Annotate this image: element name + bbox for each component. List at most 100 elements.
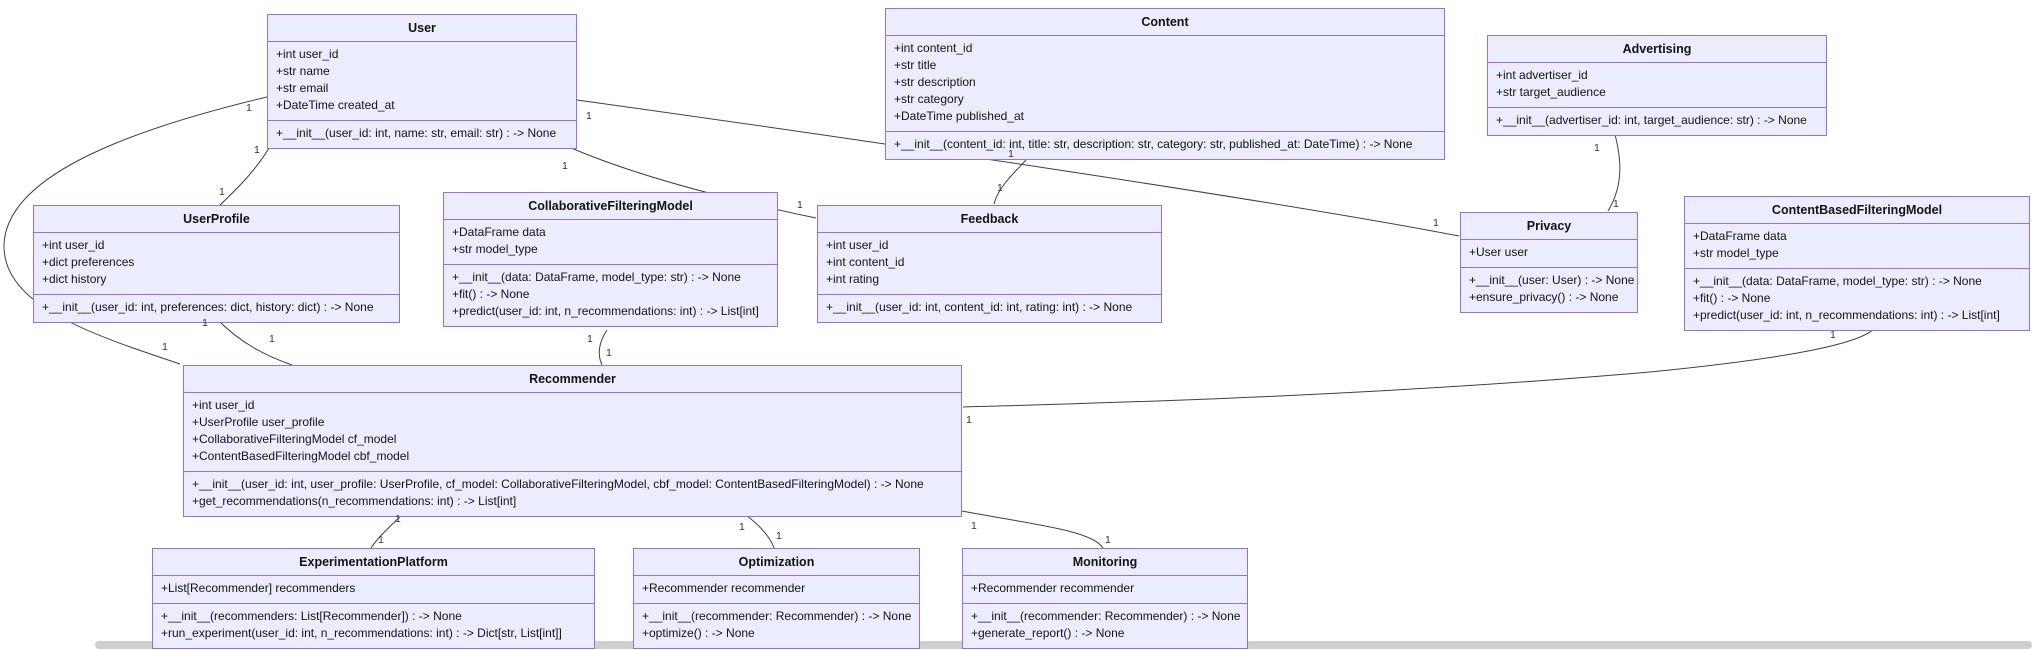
class-method: +__init__(user_id: int, preferences: dic… xyxy=(42,300,374,314)
attributes-section: +int user_id+int content_id+int rating xyxy=(818,232,1161,294)
multiplicity-label: 1 xyxy=(1613,198,1619,210)
class-title: Advertising xyxy=(1622,42,1692,56)
class-attribute: +DateTime published_at xyxy=(894,109,1024,123)
methods-section: +__init__(recommender: Recommender) : ->… xyxy=(963,603,1247,648)
methods-section: +__init__(user_id: int, preferences: dic… xyxy=(34,294,399,322)
class-title: CollaborativeFilteringModel xyxy=(528,199,693,213)
class-title: Recommender xyxy=(529,372,616,386)
class-box-recommender: Recommender+int user_id+UserProfile user… xyxy=(183,365,962,517)
class-attribute: +ContentBasedFilteringModel cbf_model xyxy=(192,449,410,463)
class-method: +__init__(user_id: int, user_profile: Us… xyxy=(192,477,924,491)
class-method: +__init__(recommenders: List[Recommender… xyxy=(161,609,462,623)
class-attribute: +int user_id xyxy=(276,47,339,61)
class-method: +get_recommendations(n_recommendations: … xyxy=(192,494,517,508)
class-attribute: +CollaborativeFilteringModel cf_model xyxy=(192,432,397,446)
class-attribute: +int user_id xyxy=(42,238,105,252)
class-attribute: +int content_id xyxy=(894,41,973,55)
class-title: UserProfile xyxy=(183,212,250,226)
class-attribute: +dict history xyxy=(42,272,107,286)
class-box-content: Content +int content_id +str title +str des… xyxy=(885,8,1445,160)
edge-user-privacy xyxy=(576,99,1460,237)
edge-collaborativefilteringmodel-recommender xyxy=(598,329,608,366)
multiplicity-label: 1 xyxy=(395,513,401,525)
multiplicity-label: 1 xyxy=(254,144,260,156)
multiplicity-label: 1 xyxy=(202,317,208,329)
attributes-section: +int user_id+str name+str email+DateTime… xyxy=(268,41,576,120)
class-title: User xyxy=(408,21,436,35)
class-attribute: +str email xyxy=(276,81,329,95)
class-title: ExperimentationPlatform xyxy=(299,555,448,569)
methods-section: +__init__(data: DataFrame, model_type: s… xyxy=(1685,268,2029,330)
class-box-user: User +int user_id+str name+str email+Date… xyxy=(267,14,577,149)
class-attribute: +str model_type xyxy=(452,242,538,256)
class-title: ContentBasedFilteringModel xyxy=(1771,203,1943,217)
multiplicity-label: 1 xyxy=(162,341,168,353)
edge-user-recommender xyxy=(3,96,268,365)
class-title: Content xyxy=(1141,15,1189,29)
multiplicity-label: 1 xyxy=(269,333,275,345)
methods-section: +__init__(content_id: int, title: str, d… xyxy=(886,131,1444,159)
class-attribute: +str title xyxy=(894,58,937,72)
class-box-userprofile: UserProfile +int user_id +dict preferences… xyxy=(33,205,400,323)
class-box-contentbasedfilteringmodel: ContentBasedFilteringModel+DataFrame dat… xyxy=(1684,196,2030,331)
methods-section: +__init__(user_id: int, user_profile: Us… xyxy=(184,471,961,516)
class-box-optimization: Optimization +Recommender recommender +__i… xyxy=(633,548,920,649)
class-title: Monitoring xyxy=(1072,555,1138,569)
class-method: +generate_report() : -> None xyxy=(971,626,1125,640)
class-box-privacy: Privacy+User user+__init__(user: User) :… xyxy=(1460,212,1638,313)
attributes-section: +DataFrame data+str model_type xyxy=(444,219,777,264)
methods-section: +__init__(user_id: int, content_id: int,… xyxy=(818,294,1161,322)
class-attribute: +DateTime created_at xyxy=(276,98,395,112)
class-attribute: +dict preferences xyxy=(42,255,135,269)
methods-section: +__init__(user_id: int, name: str, email… xyxy=(268,120,576,148)
class-method: +fit() : -> None xyxy=(1693,291,1771,305)
multiplicity-label: 1 xyxy=(586,110,592,122)
class-attribute: +int content_id xyxy=(826,255,905,269)
methods-section: +__init__(recommender: Recommender) : ->… xyxy=(634,603,919,648)
multiplicity-label: 1 xyxy=(587,333,593,345)
multiplicity-label: 1 xyxy=(739,521,745,533)
class-attribute: +Recommender recommender xyxy=(971,581,1135,595)
multiplicity-label: 1 xyxy=(797,199,803,211)
multiplicity-label: 1 xyxy=(606,347,612,359)
class-method: +__init__(user_id: int, content_id: int,… xyxy=(826,300,1133,314)
multiplicity-label: 1 xyxy=(1433,217,1439,229)
methods-section: +__init__(advertiser_id: int, target_aud… xyxy=(1488,107,1826,135)
class-method: +__init__(recommender: Recommender) : ->… xyxy=(971,609,1241,623)
class-method: +ensure_privacy() : -> None xyxy=(1469,290,1619,304)
multiplicity-label: 1 xyxy=(562,160,568,172)
class-attribute: +str target_audience xyxy=(1496,85,1606,99)
class-box-collaborativefilteringmodel: CollaborativeFilteringModel +DataFrame da… xyxy=(443,192,778,327)
class-box-monitoring: Monitoring +Recommender recommender +__ini… xyxy=(962,548,1248,649)
class-method: +__init__(user: User) : -> None xyxy=(1469,273,1635,287)
class-method: +__init__(user_id: int, name: str, email… xyxy=(276,126,557,140)
multiplicity-label: 1 xyxy=(1594,142,1600,154)
class-method: +__init__(content_id: int, title: str, d… xyxy=(894,137,1413,151)
class-method: +__init__(data: DataFrame, model_type: s… xyxy=(1693,274,1982,288)
class-box-experimentationplatform: ExperimentationPlatform+List[Recommender… xyxy=(152,548,595,649)
class-attribute: +str model_type xyxy=(1693,246,1779,260)
class-box-advertising: Advertising+int advertiser_id+str target… xyxy=(1487,35,1827,136)
class-method: +__init__(data: DataFrame, model_type: s… xyxy=(452,270,741,284)
edge-contentbasedfilteringmodel-recommender xyxy=(962,324,1878,408)
class-attribute: +Recommender recommender xyxy=(642,581,806,595)
class-attribute: +UserProfile user_profile xyxy=(192,415,325,429)
multiplicity-label: 1 xyxy=(378,534,384,546)
edge-userprofile-recommender xyxy=(215,317,293,366)
class-attribute: +str description xyxy=(894,75,976,89)
class-method: +__init__(recommender: Recommender) : ->… xyxy=(642,609,912,623)
class-box-feedback: Feedback+int user_id+int content_id+int … xyxy=(817,205,1162,323)
multiplicity-label: 1 xyxy=(971,520,977,532)
class-method: +__init__(advertiser_id: int, target_aud… xyxy=(1496,113,1807,127)
attributes-section: +int content_id +str title +str descriptio… xyxy=(886,35,1444,131)
edge-user-userprofile xyxy=(219,142,273,206)
methods-section: +__init__(recommenders: List[Recommender… xyxy=(153,603,594,648)
multiplicity-label: 1 xyxy=(776,530,782,542)
class-title: Optimization xyxy=(738,555,815,569)
class-method: +run_experiment(user_id: int, n_recommen… xyxy=(161,626,562,640)
class-attribute: +int rating xyxy=(826,272,880,286)
class-title: Privacy xyxy=(1526,219,1572,233)
multiplicity-label: 1 xyxy=(1008,148,1014,160)
